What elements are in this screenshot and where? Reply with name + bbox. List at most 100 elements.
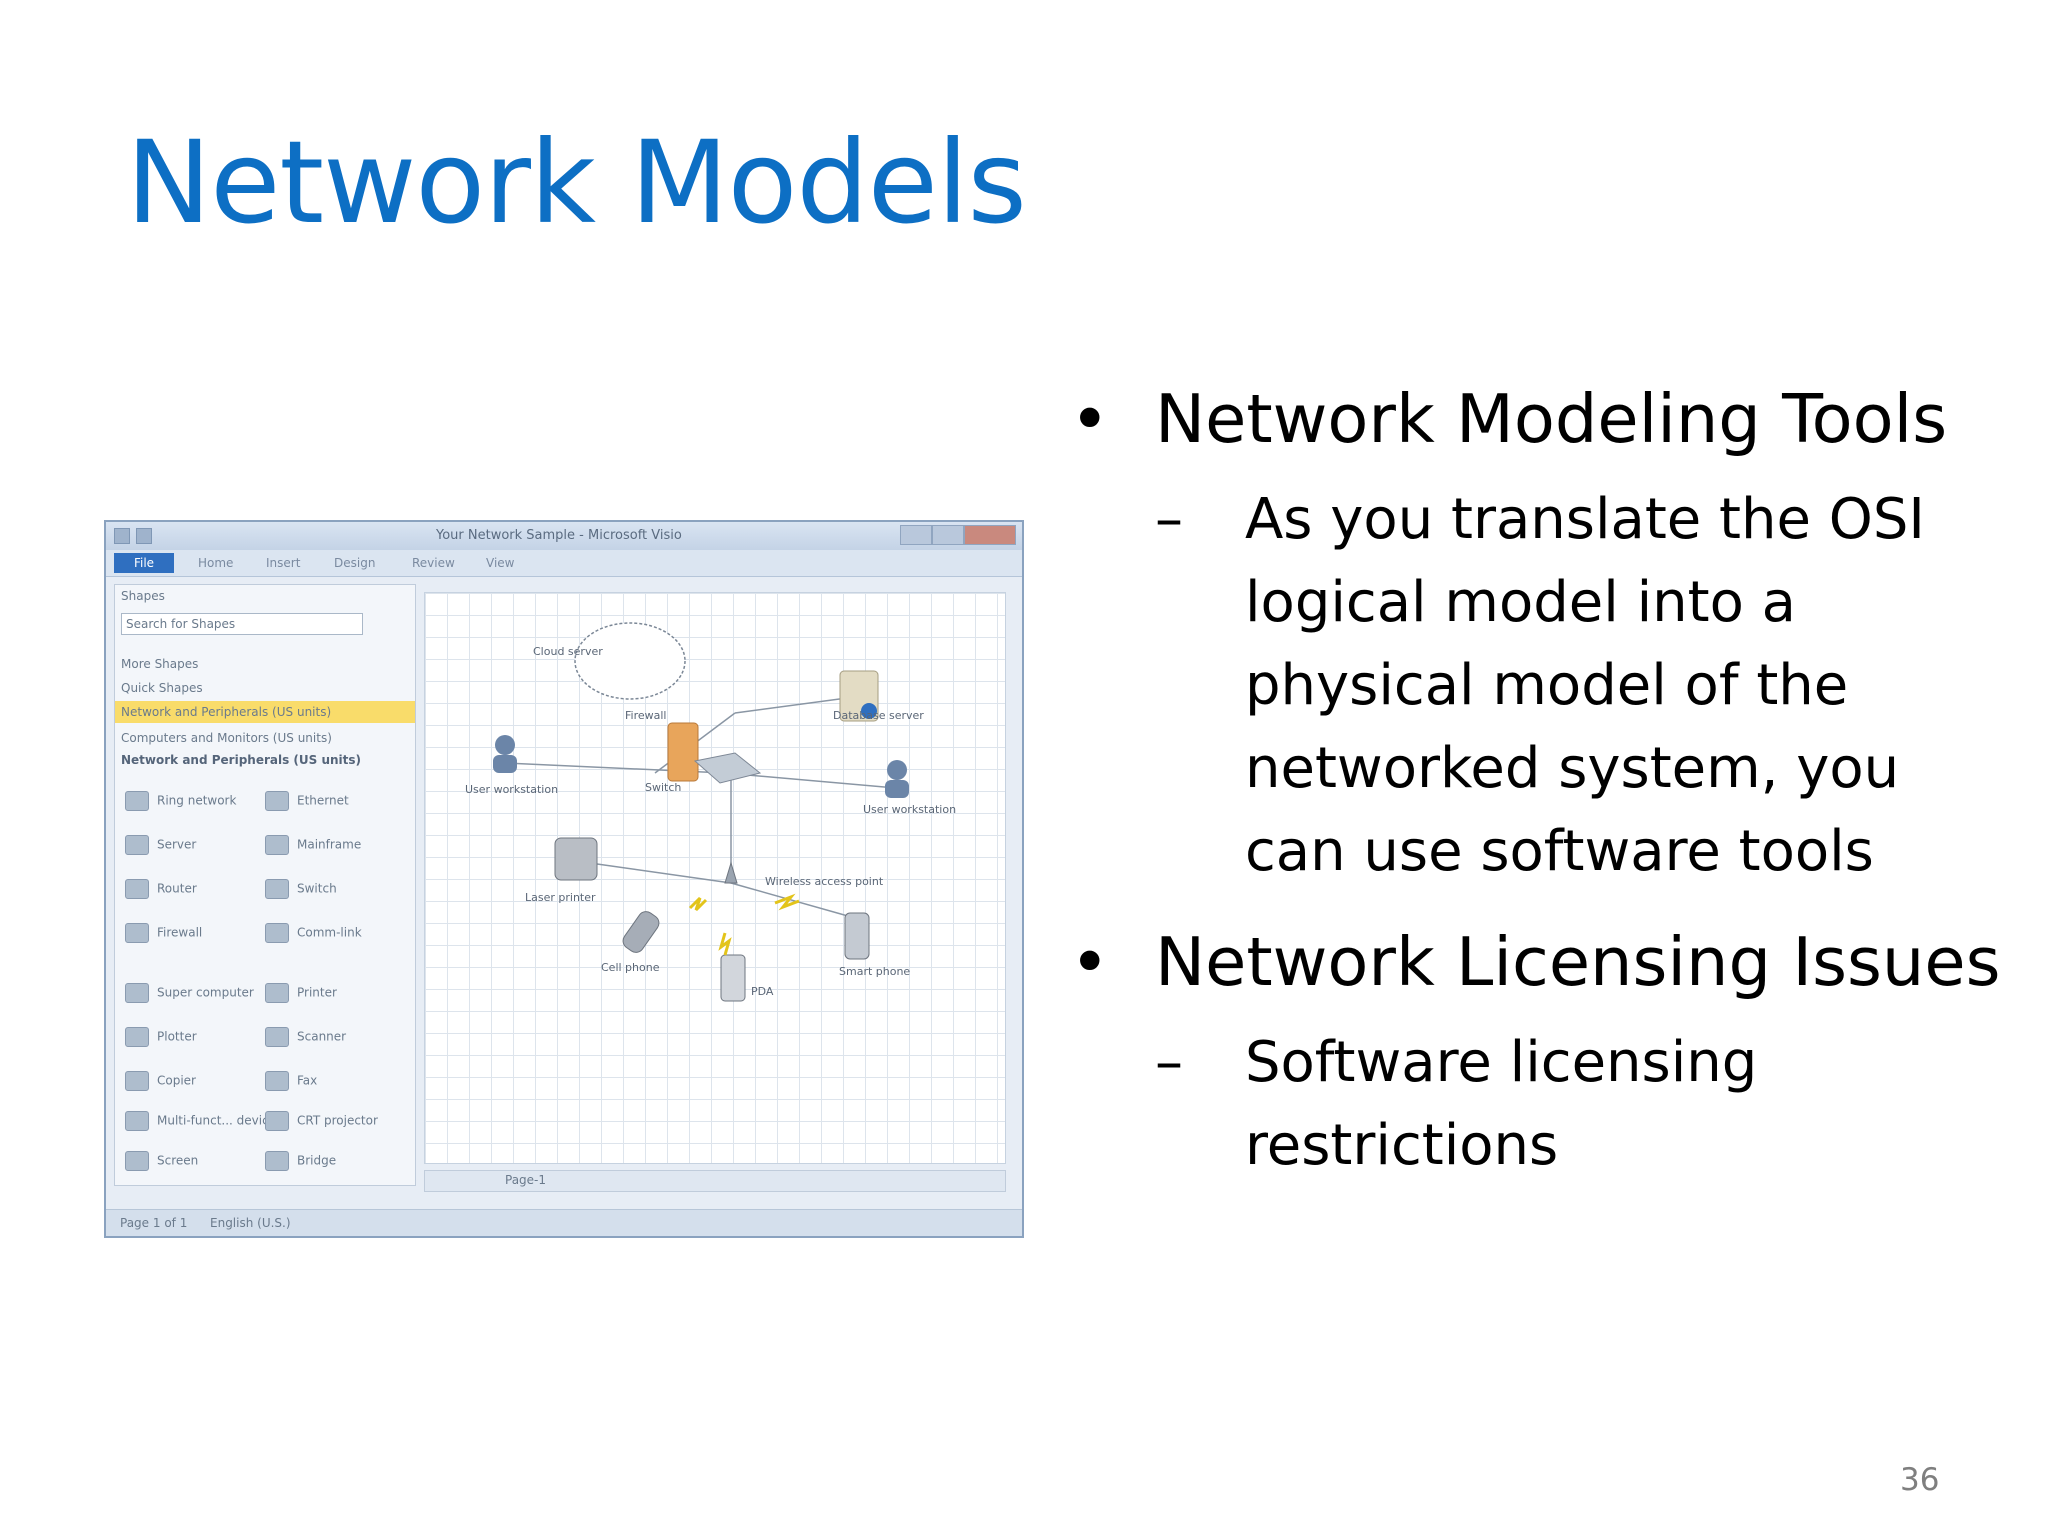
search-placeholder: Search for Shapes: [126, 617, 236, 631]
sub-bullet-item: – Software licensing restrictions: [1155, 1021, 2010, 1187]
bullet-item: • Network Licensing Issues – Software li…: [1070, 913, 2010, 1187]
cloud-server-icon: [574, 622, 686, 700]
save-icon: [136, 528, 152, 544]
status-language: English (U.S.): [210, 1216, 291, 1230]
sub-bullet-text: Software licensing restrictions: [1245, 1030, 1758, 1178]
stencil-shape: Fax: [265, 1071, 317, 1091]
stencil-title: Network and Peripherals (US units): [121, 753, 362, 767]
diagram-canvas: Cloud server Firewall Database server Sw…: [424, 592, 1006, 1164]
comm-link-icon: [265, 923, 289, 943]
stencil-shape: Bridge: [265, 1151, 336, 1171]
diagram-label: Cell phone: [601, 961, 660, 974]
bullet-dot: •: [1070, 923, 1110, 1001]
ethernet-icon: [265, 791, 289, 811]
firewall-icon: [125, 923, 149, 943]
stencil-shape: Router: [125, 879, 197, 899]
selected-stencil-highlight: [115, 701, 415, 723]
ribbon-tabs: File Home Insert Design Review View: [106, 550, 1022, 577]
projector-icon: [265, 1111, 289, 1131]
bullet-text: Network Licensing Issues: [1155, 923, 2001, 1001]
diagram-label: Cloud server: [533, 645, 603, 658]
window-titlebar: Your Network Sample - Microsoft Visio: [106, 522, 1022, 550]
smart-phone-icon: [844, 912, 870, 960]
shapes-panel: Shapes Search for Shapes More Shapes Qui…: [114, 584, 416, 1186]
printer-icon: [265, 983, 289, 1003]
stencil-shape: Plotter: [125, 1027, 197, 1047]
maximize-icon: [932, 525, 964, 545]
diagram-label: User workstation: [863, 803, 957, 816]
diagram-label: Switch: [645, 781, 682, 794]
cell-phone-icon: [622, 911, 660, 953]
stencil-shape: Scanner: [265, 1027, 346, 1047]
fax-icon: [265, 1071, 289, 1091]
stencil-shape: Multi-funct... device: [125, 1111, 276, 1131]
supercomputer-icon: [125, 983, 149, 1003]
laser-printer-icon: [554, 837, 598, 881]
diagram-label: Database server: [833, 709, 924, 722]
screen-icon: [125, 1151, 149, 1171]
switch-icon: [693, 752, 762, 784]
sub-bullet-item: – As you translate the OSI logical model…: [1155, 478, 2010, 893]
bullet-dot: •: [1070, 380, 1110, 458]
ribbon-tab: Design: [334, 556, 376, 570]
shapes-menu-item: Quick Shapes: [121, 681, 203, 695]
diagram-label: Firewall: [625, 709, 667, 722]
bridge-icon: [265, 1151, 289, 1171]
scanner-icon: [265, 1027, 289, 1047]
stencil-shape: Screen: [125, 1151, 198, 1171]
bullet-list: • Network Modeling Tools – As you transl…: [1070, 370, 2010, 1207]
app-icon: [114, 528, 130, 544]
multifunction-device-icon: [125, 1111, 149, 1131]
bullet-text: Network Modeling Tools: [1155, 380, 1948, 458]
sub-bullet-text: As you translate the OSI logical model i…: [1245, 487, 1925, 884]
ribbon-tab: Insert: [266, 556, 301, 570]
page-tab: Page-1: [505, 1173, 547, 1187]
sub-bullet-dash: –: [1155, 1030, 1183, 1095]
pda-icon: [720, 954, 746, 1002]
page-tabs-bar: Page-1: [424, 1170, 1006, 1192]
stencil-shape: Printer: [265, 983, 337, 1003]
mainframe-icon: [265, 835, 289, 855]
slide-title: Network Models: [126, 116, 1027, 249]
slide-number: 36: [1900, 1462, 1940, 1498]
stencil-shape: CRT projector: [265, 1111, 378, 1131]
close-icon: [964, 525, 1016, 545]
network-diagram: [493, 622, 909, 1002]
ribbon-tab: View: [486, 556, 515, 570]
diagram-label: Laser printer: [525, 891, 596, 904]
stencil-shape: Firewall: [125, 923, 202, 943]
shapes-menu-item: Network and Peripherals (US units): [121, 705, 332, 719]
wireless-access-point-icon: [724, 861, 738, 884]
firewall-icon: [667, 722, 699, 782]
search-shapes-field: Search for Shapes: [121, 613, 363, 635]
bullet-item: • Network Modeling Tools – As you transl…: [1070, 370, 2010, 893]
user-workstation-icon: [495, 735, 515, 755]
router-icon: [125, 879, 149, 899]
copier-icon: [125, 1071, 149, 1091]
stencil-shape: Switch: [265, 879, 337, 899]
ring-network-icon: [125, 791, 149, 811]
stencil-shape: Mainframe: [265, 835, 361, 855]
diagram-label: Smart phone: [839, 965, 911, 978]
window-title: Your Network Sample - Microsoft Visio: [436, 528, 682, 543]
diagram-label: Wireless access point: [765, 875, 884, 888]
status-page: Page 1 of 1: [120, 1216, 188, 1230]
stencil-shape: Copier: [125, 1071, 196, 1091]
file-tab: File: [114, 553, 174, 573]
sub-bullet-dash: –: [1155, 487, 1183, 552]
visio-screenshot: Your Network Sample - Microsoft Visio Fi…: [104, 520, 1024, 1238]
diagram-label: PDA: [751, 985, 774, 998]
shapes-menu-item: More Shapes: [121, 657, 199, 671]
stencil-shape: Super computer: [125, 983, 254, 1003]
plotter-icon: [125, 1027, 149, 1047]
sub-bullet-list: – As you translate the OSI logical model…: [1155, 478, 2010, 893]
minimize-icon: [900, 525, 932, 545]
stencil-shape: Server: [125, 835, 196, 855]
stencil-shape: Comm-link: [265, 923, 362, 943]
diagram-label: User workstation: [465, 783, 559, 796]
server-icon: [125, 835, 149, 855]
ribbon-tab: Home: [198, 556, 234, 570]
ribbon-tab: Review: [412, 556, 455, 570]
stencil-shape: Ethernet: [265, 791, 349, 811]
shapes-header: Shapes: [121, 589, 165, 603]
